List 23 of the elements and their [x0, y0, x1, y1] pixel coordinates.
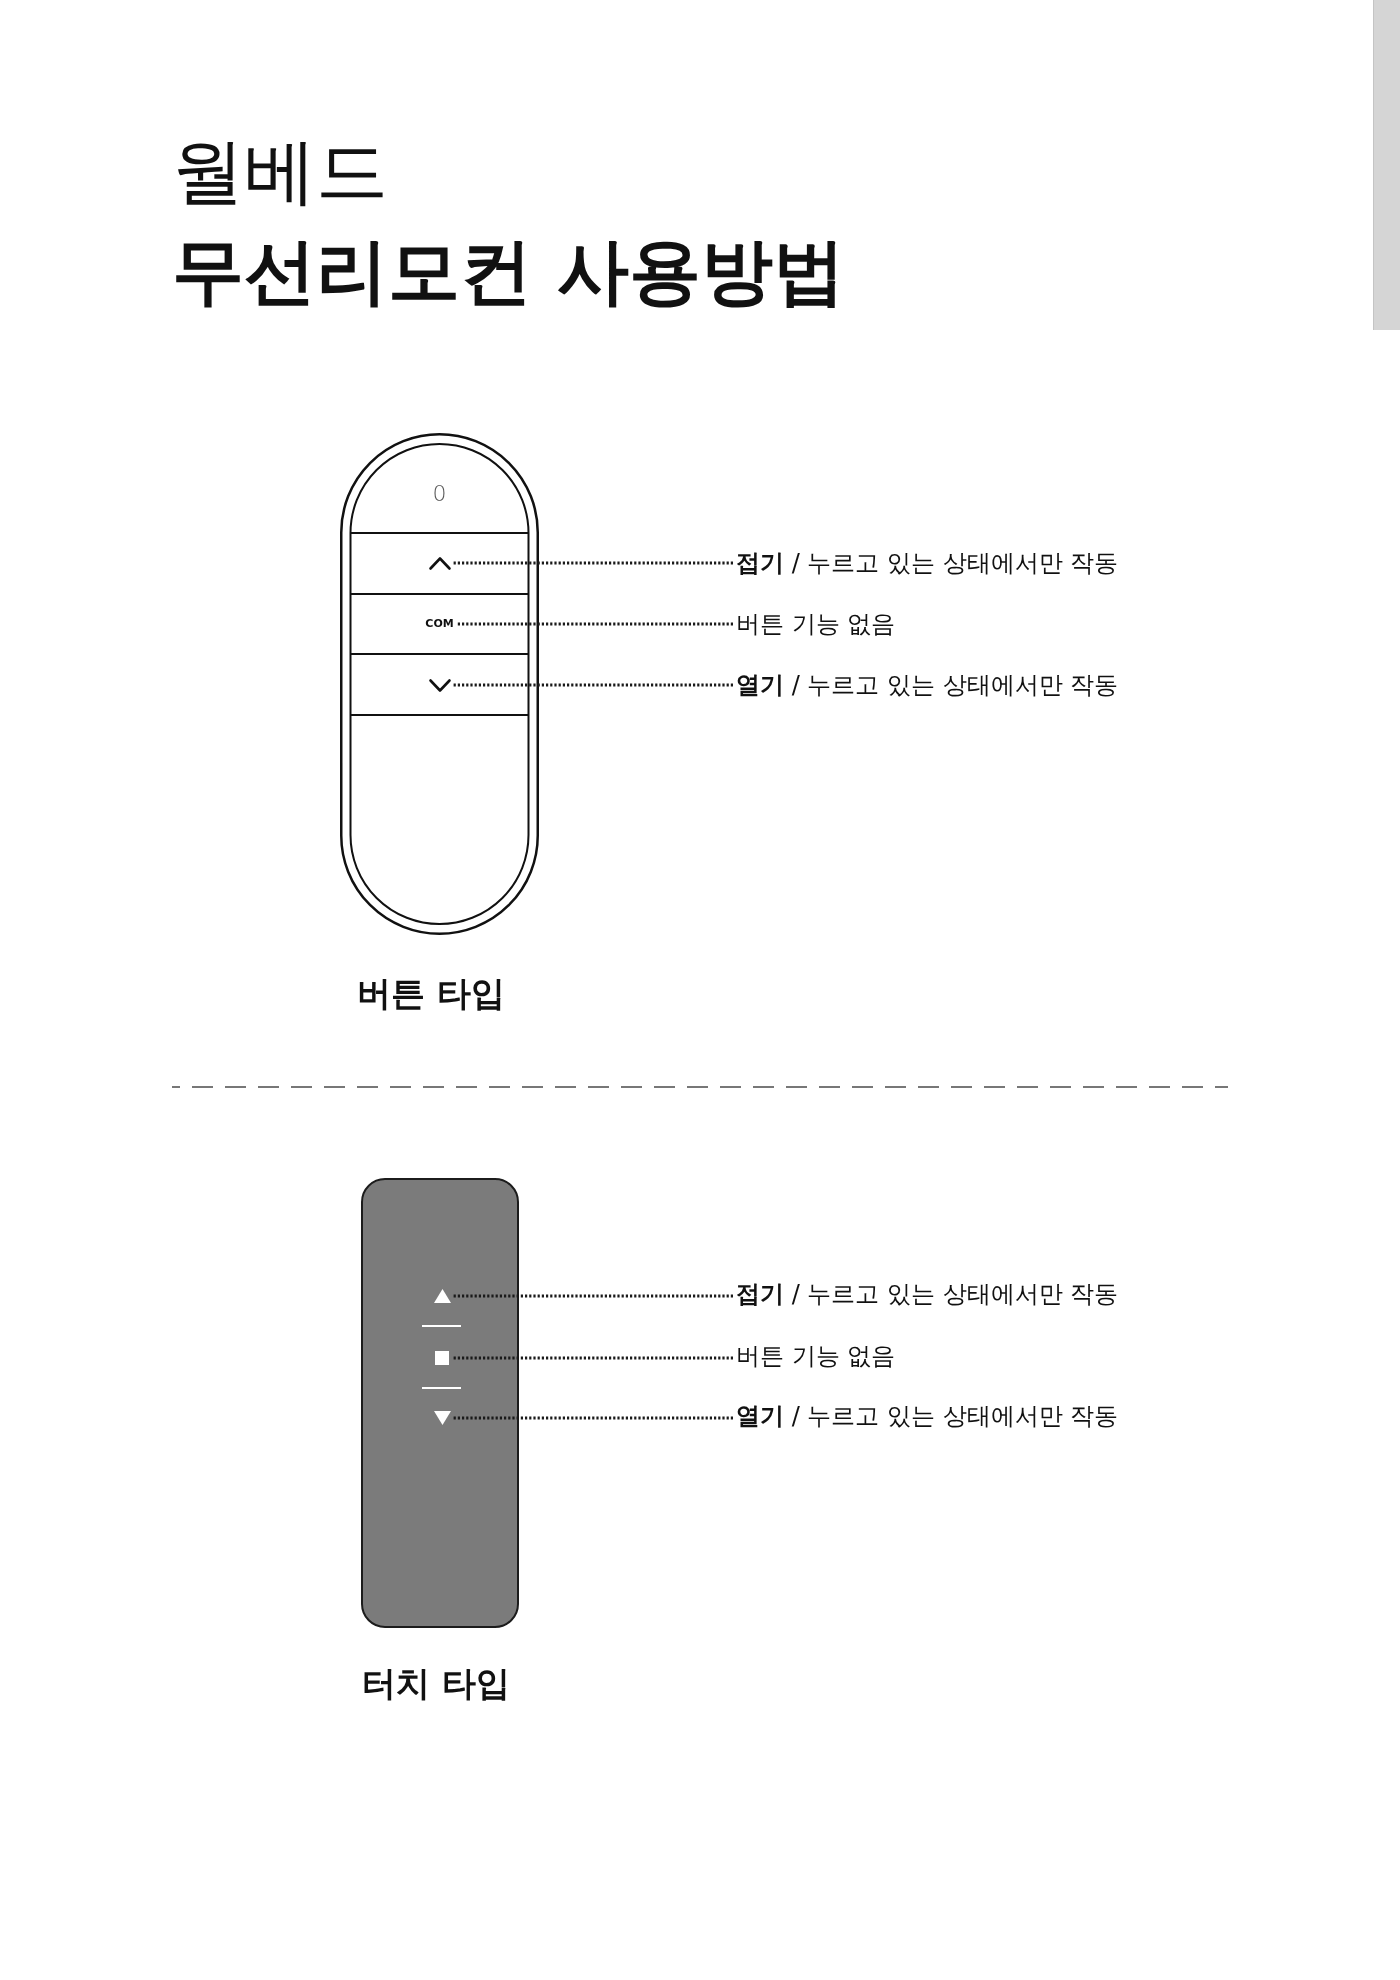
instruction-text: 접기 / 누르고 있는 상태에서만 작동	[736, 1279, 1119, 1309]
instruction-text: 접기 / 누르고 있는 상태에서만 작동	[736, 548, 1119, 578]
leader-line	[456, 622, 733, 626]
instruction-text: 버튼 기능 없음	[736, 1341, 896, 1371]
instruction-text: 열기 / 누르고 있는 상태에서만 작동	[736, 1401, 1119, 1431]
type-label: 버튼 타입	[357, 973, 505, 1014]
key-label: COM	[425, 617, 454, 631]
leader-line	[452, 1356, 733, 1360]
chevron-up-icon	[428, 556, 451, 570]
instruction-text: 열기 / 누르고 있는 상태에서만 작동	[736, 670, 1119, 700]
leader-line	[453, 561, 733, 565]
triangle-down-icon	[433, 1411, 451, 1425]
indicator-text: 0	[432, 480, 447, 508]
triangle-up-icon	[433, 1289, 451, 1303]
type-label: 터치 타입	[362, 1663, 510, 1704]
page-title: 월베드 무선리모컨 사용방법	[172, 128, 846, 315]
leader-line	[453, 1416, 733, 1420]
chevron-down-icon	[428, 678, 451, 692]
leader-line	[453, 1294, 733, 1298]
remote-control	[361, 1178, 519, 1628]
instruction-text: 버튼 기능 없음	[736, 609, 896, 639]
square-icon	[435, 1351, 449, 1365]
leader-line	[453, 683, 733, 687]
